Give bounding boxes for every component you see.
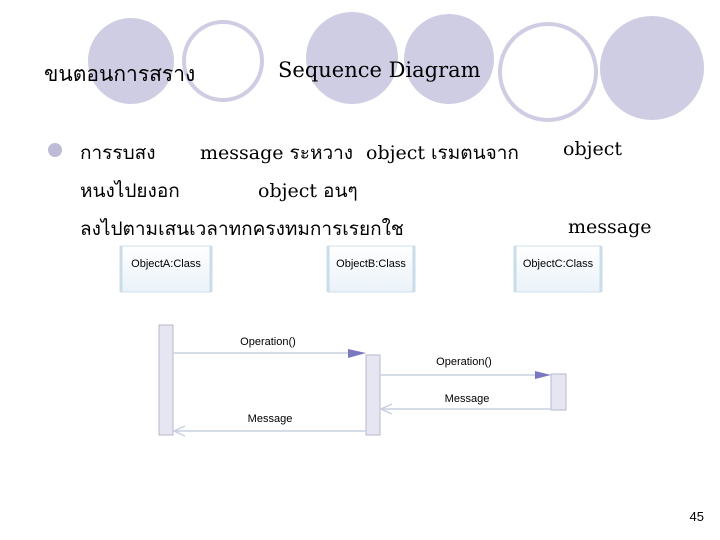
- page-title: Sequence Diagram: [278, 58, 481, 82]
- object-label-c: ObjectC:Class: [523, 258, 594, 270]
- message-arrow-2: Operation(): [380, 356, 551, 379]
- bullet-text-1b: message ระหวาง: [200, 142, 354, 164]
- decor-circle-3: [306, 12, 398, 104]
- activation-bar-b: [365, 354, 381, 436]
- message-label-3: Message: [445, 393, 490, 405]
- decor-circle-5: [498, 22, 598, 122]
- decor-circle-6: [600, 16, 704, 120]
- object-box-b: ObjectB:Class: [326, 245, 416, 293]
- bullet-text-1c: object เรมตนจาก: [366, 142, 519, 164]
- object-label-b: ObjectB:Class: [336, 258, 406, 270]
- bullet-text-2a: หนงไปยงอก: [80, 180, 180, 202]
- activation-bar-c: [550, 373, 567, 411]
- decor-circle-1: [88, 18, 174, 104]
- activation-bar-a: [158, 324, 174, 436]
- bullet-text-2b: object อนๆ: [258, 180, 358, 202]
- message-arrow-3: Message: [379, 393, 551, 415]
- message-label-1: Operation(): [240, 336, 296, 348]
- message-arrow-4: Message: [172, 413, 366, 437]
- bullet-text-1d: object: [563, 138, 623, 160]
- page-number: 45: [689, 509, 704, 524]
- bullet-icon: [48, 143, 62, 157]
- object-box-c: ObjectC:Class: [513, 245, 603, 293]
- object-box-a: ObjectA:Class: [119, 245, 213, 293]
- bullet-text-3b: message: [568, 216, 652, 238]
- object-label-a: ObjectA:Class: [131, 258, 201, 270]
- bullet-text-1a: การรบสง: [80, 142, 156, 164]
- decor-circle-2: [182, 20, 264, 102]
- message-label-2: Operation(): [436, 356, 492, 368]
- message-label-4: Message: [248, 413, 293, 425]
- decor-circle-4: [404, 14, 494, 104]
- message-arrow-1: Operation(): [173, 336, 366, 358]
- bullet-text-3a: ลงไปตามเสนเวลาทกครงทมการเรยกใช: [80, 218, 404, 240]
- heading-thai: ขนตอนการสราง: [44, 62, 196, 86]
